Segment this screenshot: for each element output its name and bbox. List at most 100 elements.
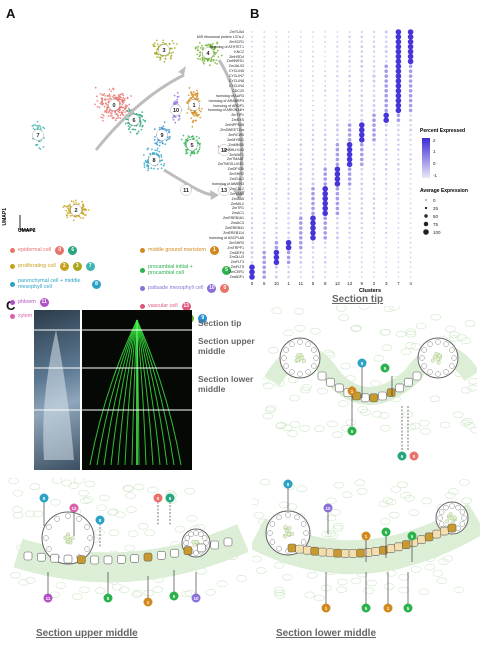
trajectory-arrow-right [217, 59, 244, 196]
dot [397, 222, 400, 225]
dot [263, 50, 266, 53]
dot [311, 275, 315, 279]
svg-text:8: 8 [287, 482, 290, 487]
dot [395, 29, 402, 35]
dot [311, 162, 315, 166]
dot [287, 231, 290, 235]
dot [360, 187, 364, 191]
umap-label-3: 3 [158, 44, 170, 56]
legend-label: vascular cell [148, 303, 178, 310]
dot [409, 256, 412, 259]
gene-label: ZmSHR2 [229, 172, 244, 177]
dot [395, 34, 402, 40]
dot [311, 138, 315, 142]
dot [263, 55, 266, 58]
gene-label: homolog of ARKIN14H [207, 108, 244, 113]
dot [250, 177, 254, 181]
dot [323, 216, 328, 221]
dot [372, 163, 376, 166]
dot [348, 276, 351, 278]
cluster-marker-10: 10 [323, 503, 333, 513]
dot [360, 45, 364, 49]
size-legend-dot [423, 221, 429, 227]
dot [395, 63, 402, 70]
legend-label: procambial initial + procambial cell [148, 264, 193, 277]
dot [323, 138, 327, 142]
svg-text:7: 7 [36, 133, 39, 139]
dot [384, 143, 388, 147]
dot [287, 94, 290, 97]
dot [263, 40, 266, 43]
dot [299, 60, 302, 63]
dot [312, 40, 314, 43]
legend-swatch [10, 248, 15, 253]
dot [347, 177, 352, 181]
dot [323, 123, 327, 127]
dot [335, 226, 339, 230]
dot [299, 133, 302, 136]
gene-label: ZmNPPS08 [225, 123, 244, 128]
dot [275, 197, 278, 200]
dot [299, 187, 303, 191]
dot [263, 104, 266, 107]
dot [285, 244, 292, 251]
dot [323, 172, 328, 176]
dot [360, 207, 364, 210]
cluster-marker-5: 5 [380, 363, 390, 373]
dot [287, 45, 290, 48]
svg-text:5: 5 [190, 143, 193, 149]
dot [311, 177, 315, 181]
dot [275, 173, 278, 176]
dot [323, 133, 327, 137]
dot [384, 60, 388, 63]
svg-text:1: 1 [325, 606, 328, 611]
dot [299, 104, 302, 107]
svg-text:3: 3 [162, 48, 165, 54]
umap-x-axis-label: UMAP2 [18, 228, 36, 234]
dot [384, 79, 389, 83]
dot [372, 197, 376, 200]
dot [384, 167, 388, 171]
dot [408, 98, 413, 103]
legend-cluster-badge: 3 [72, 262, 82, 271]
dot [311, 172, 315, 176]
dot [348, 114, 351, 117]
dotplot-x-axis-label: Clusters [359, 288, 382, 294]
dot [336, 221, 339, 225]
dot [397, 163, 400, 166]
dot [299, 162, 303, 166]
dot [323, 177, 328, 181]
dot [275, 163, 278, 166]
dot [408, 64, 413, 69]
dot [275, 216, 278, 220]
dot [251, 40, 253, 43]
dot [360, 50, 364, 53]
dot [372, 202, 376, 205]
dot [263, 36, 266, 38]
dot [373, 261, 375, 264]
dot [287, 158, 290, 161]
dot [251, 173, 253, 176]
dot [395, 78, 402, 84]
gene-label: 60S ribosomal protein L37a-2 [196, 34, 244, 39]
dot [324, 246, 327, 249]
dot [360, 89, 364, 93]
dot [336, 55, 339, 58]
cluster-tick: 6 [263, 281, 266, 286]
dot [360, 109, 364, 112]
cluster-marker-10: 10 [191, 593, 201, 603]
dot [311, 158, 315, 161]
cluster-tick: 11 [298, 281, 303, 286]
dot [287, 177, 290, 181]
dot [397, 182, 400, 185]
dot [395, 107, 402, 114]
svg-text:2: 2 [74, 208, 77, 214]
dot [323, 235, 328, 240]
dot [310, 235, 316, 241]
dot [359, 132, 365, 138]
dot [385, 241, 388, 244]
dot [323, 182, 328, 186]
cluster-tick: 9 [361, 281, 364, 286]
dot [287, 104, 290, 107]
dot [251, 94, 253, 97]
